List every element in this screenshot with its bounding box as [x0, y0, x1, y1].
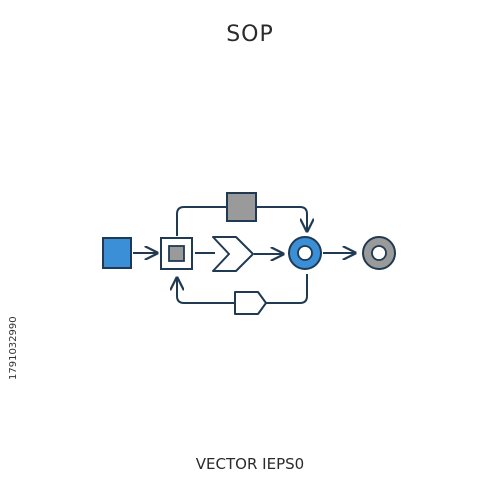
blue-square-icon [102, 237, 132, 269]
blue-ring-hole [297, 245, 313, 261]
footer-caption: VECTOR IEPS0 [195, 455, 305, 473]
framed-square-inner [168, 245, 185, 262]
gray-ring-hole [371, 245, 387, 261]
stock-id-label: 1791032990 [8, 316, 19, 380]
chevron-icon [212, 236, 254, 272]
pentagon-tag-icon [234, 291, 267, 315]
page-title: SOP [226, 22, 274, 47]
gray-square-icon [226, 192, 257, 222]
